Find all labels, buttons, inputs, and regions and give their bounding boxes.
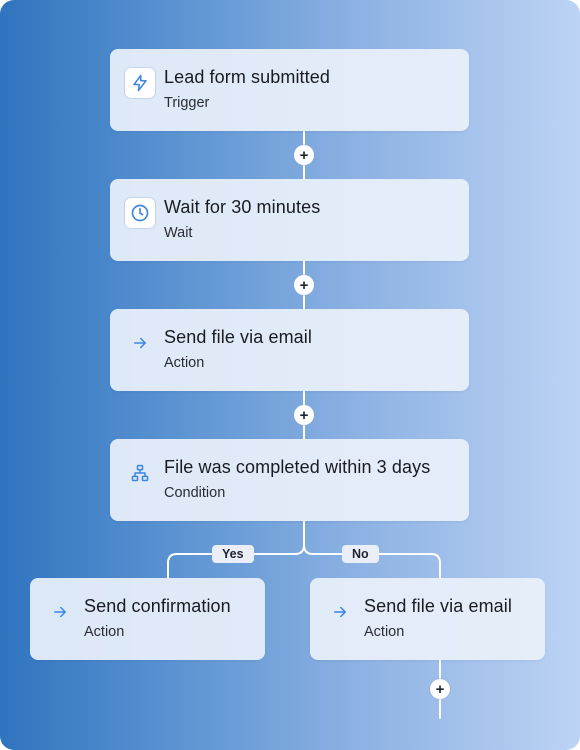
add-step-button[interactable]: +: [294, 405, 314, 425]
add-step-button[interactable]: +: [294, 145, 314, 165]
clock-icon: [125, 198, 155, 228]
node-title: Send file via email: [164, 327, 312, 347]
node-title: File was completed within 3 days: [164, 457, 431, 477]
no-branch-action-node[interactable]: Send file via email Action: [310, 578, 545, 660]
node-title: Wait for 30 minutes: [164, 197, 321, 217]
node-type: Trigger: [164, 95, 210, 111]
node-title: Send confirmation: [84, 596, 231, 616]
node-title: Lead form submitted: [164, 67, 330, 87]
action-node[interactable]: Send file via email Action: [110, 309, 469, 391]
branch-label-no: No: [342, 545, 379, 563]
node-type: Action: [84, 624, 125, 640]
condition-node[interactable]: File was completed within 3 days Conditi…: [110, 439, 469, 521]
wait-node[interactable]: Wait for 30 minutes Wait: [110, 179, 469, 261]
yes-branch-action-node[interactable]: Send confirmation Action: [30, 578, 265, 660]
node-type: Wait: [164, 225, 193, 241]
branch-icon: [125, 458, 155, 488]
trigger-node[interactable]: Lead form submitted Trigger: [110, 49, 469, 131]
arrow-right-icon: [325, 597, 355, 627]
arrow-right-icon: [125, 328, 155, 358]
branch-label-yes: Yes: [212, 545, 254, 563]
add-step-button[interactable]: +: [430, 679, 450, 699]
lightning-icon: [125, 68, 155, 98]
arrow-right-icon: [45, 597, 75, 627]
node-title: Send file via email: [364, 596, 512, 616]
node-type: Action: [364, 624, 405, 640]
node-type: Condition: [164, 485, 226, 501]
node-type: Action: [164, 355, 205, 371]
add-step-button[interactable]: +: [294, 275, 314, 295]
